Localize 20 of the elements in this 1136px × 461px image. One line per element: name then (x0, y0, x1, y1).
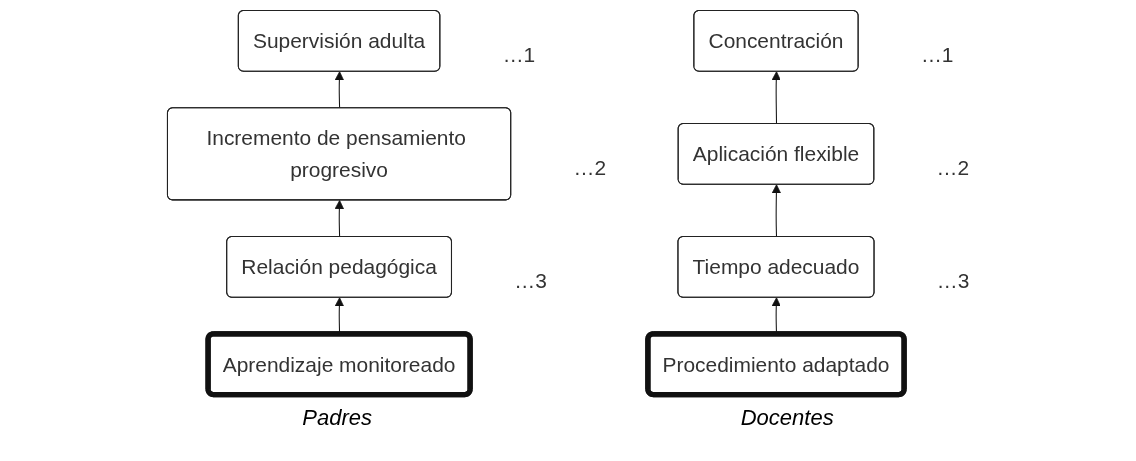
column-caption: Padres (302, 405, 373, 431)
step-number: …3 (936, 268, 969, 292)
process-box: Procedimiento adaptado (644, 331, 907, 398)
process-box: Aplicación flexible (677, 122, 874, 185)
arrow (334, 200, 344, 238)
process-box: Concentración (692, 9, 859, 72)
process-box: Supervisión adulta (237, 9, 440, 72)
step-number: …1 (502, 42, 535, 66)
process-box: Aprendizaje monitoreado (205, 331, 473, 398)
process-box: Incremento de pensamiento progresivo (166, 107, 511, 201)
arrow (771, 184, 781, 238)
step-number: …3 (513, 268, 547, 292)
arrow (334, 71, 344, 109)
step-number: …2 (573, 155, 606, 179)
column-caption: Docentes (740, 405, 834, 431)
arrow (771, 71, 781, 125)
process-box: Relación pedagógica (225, 236, 452, 298)
step-number: …2 (936, 155, 969, 179)
process-box: Tiempo adecuado (677, 236, 875, 298)
step-number: …1 (920, 42, 954, 66)
